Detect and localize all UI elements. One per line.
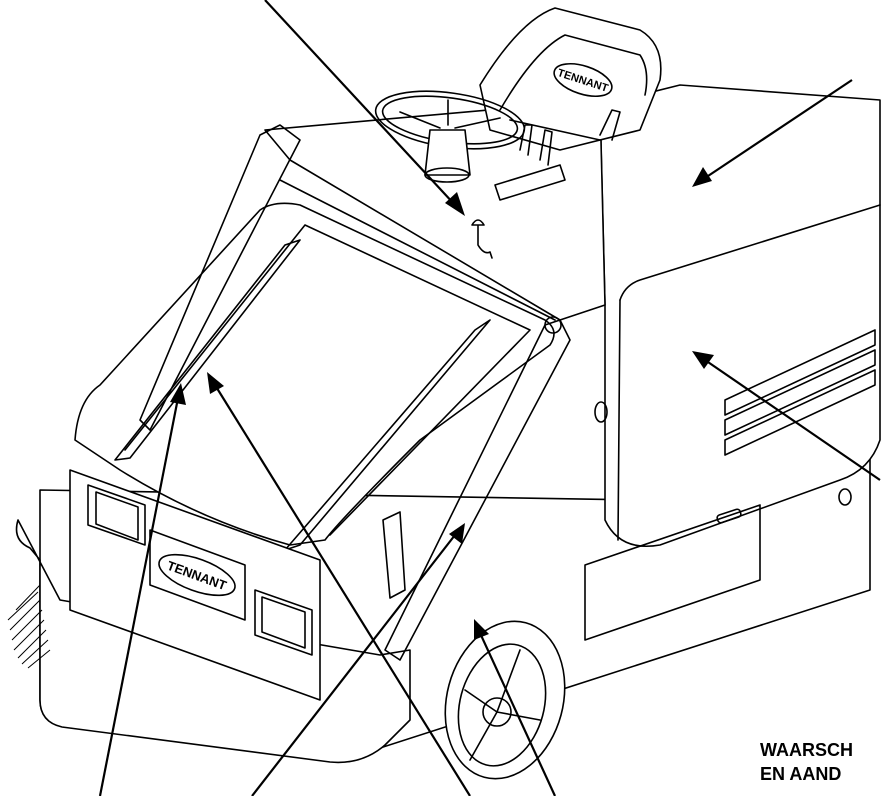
control-levers — [494, 109, 621, 201]
side-plug — [594, 401, 608, 423]
arrow-housing-top — [704, 79, 853, 179]
arrow-cover-panel — [214, 384, 471, 797]
cover-rib-left — [114, 239, 301, 461]
caption-line-2: EN AAND — [760, 764, 841, 784]
side-brush — [7, 584, 51, 669]
caption-line-1: WAARSCH — [760, 740, 853, 760]
cover-panel — [124, 224, 531, 536]
front-wheel — [444, 620, 566, 780]
operator-seat: TENNANT — [479, 7, 662, 151]
side-plug-right — [838, 488, 852, 506]
arrow-rib-right — [251, 534, 456, 797]
callout-arrows — [98, 0, 881, 797]
housing-side-edge — [617, 299, 621, 541]
left-light — [87, 484, 146, 546]
arrow-cover-rib — [98, 397, 180, 797]
front-logo-badge — [158, 553, 236, 597]
seat-logo-badge — [553, 62, 613, 98]
lift-arm-left — [139, 124, 301, 431]
side-door-panel — [584, 504, 761, 641]
deck-knob — [471, 219, 493, 259]
arrow-deck-knob — [264, 0, 456, 206]
arrow-lift-arm — [479, 632, 556, 797]
steering-wheel — [374, 90, 526, 183]
cover-latch — [382, 511, 406, 599]
front-logo-plate: TENNANT — [149, 529, 246, 621]
side-door-handle — [716, 508, 742, 524]
engine-vents — [724, 329, 876, 456]
pivot-right — [544, 316, 562, 334]
lift-arm-right — [384, 319, 571, 661]
right-light — [254, 589, 313, 656]
cover-rib-right — [284, 319, 491, 551]
arrow-housing-side — [704, 359, 881, 481]
cover-front-rod — [279, 179, 556, 321]
housing-corner-edge — [619, 204, 881, 301]
